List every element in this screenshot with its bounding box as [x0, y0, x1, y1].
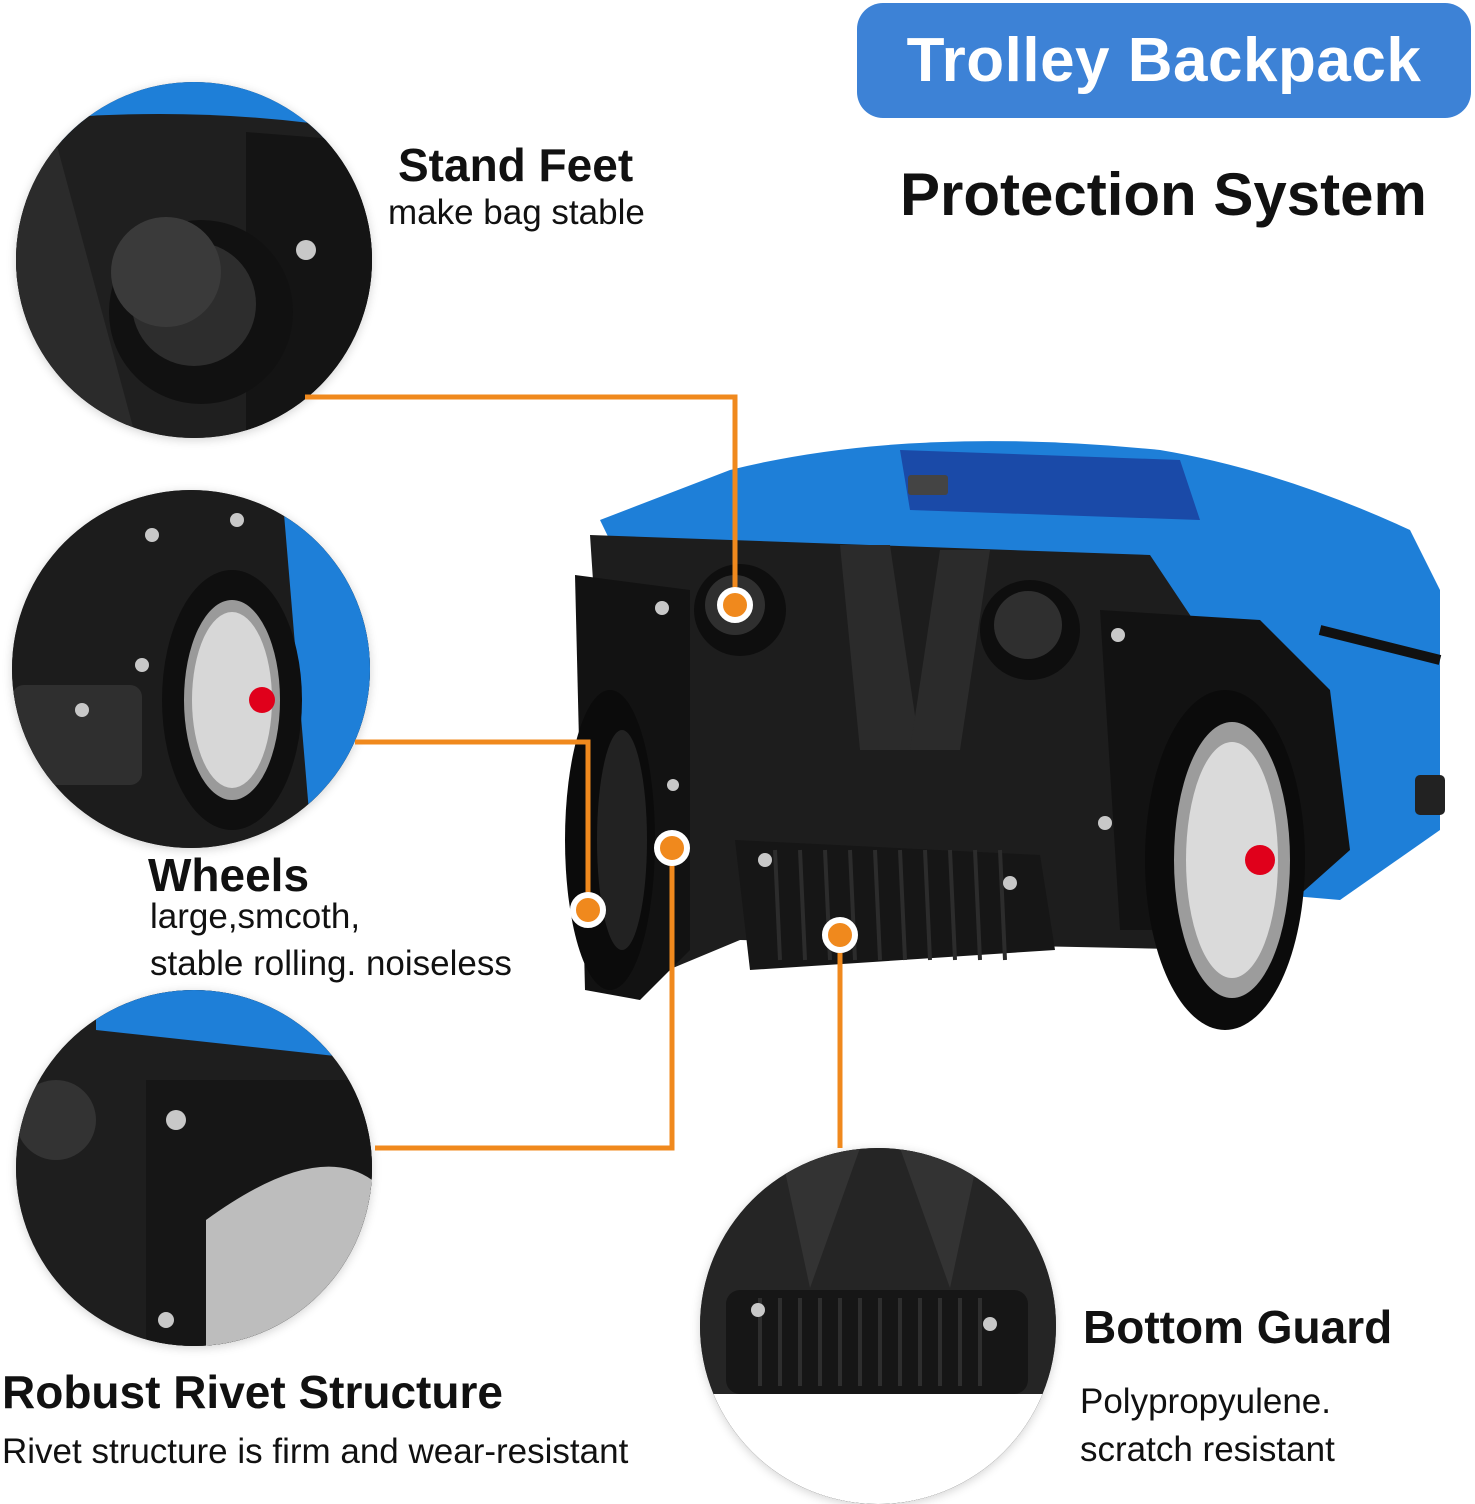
wheels-desc-line1: large,smcoth, — [150, 897, 361, 936]
rivet-callout-dot — [654, 830, 690, 866]
bottom-guard-desc-line2: scratch resistant — [1080, 1430, 1335, 1469]
rivet-detail-photo — [16, 990, 372, 1346]
bottom-guard-callout-dot — [822, 917, 858, 953]
rivet-desc: Rivet structure is firm and wear-resista… — [2, 1432, 629, 1471]
bottom-guard-detail-photo — [700, 1148, 1056, 1504]
wheels-title: Wheels — [148, 849, 310, 901]
rivet-title: Robust Rivet Structure — [2, 1366, 503, 1418]
trolley-backpack-photo — [560, 430, 1475, 1060]
title-badge-text: Trolley Backpack — [906, 26, 1422, 95]
bottom-guard-title: Bottom Guard — [1083, 1301, 1393, 1353]
wheels-detail-photo — [12, 490, 370, 848]
wheels-callout-dot — [570, 892, 606, 928]
title-badge: Trolley Backpack — [857, 3, 1471, 118]
stand-feet-title: Stand Feet — [398, 139, 634, 191]
stand-feet-desc: make bag stable — [388, 193, 645, 232]
bottom-guard-desc-line1: Polypropyulene. — [1080, 1382, 1331, 1421]
page-subtitle: Protection System — [900, 161, 1427, 228]
stand-feet-callout-dot — [717, 587, 753, 623]
wheels-desc-line2: stable rolling. noiseless — [150, 944, 512, 983]
